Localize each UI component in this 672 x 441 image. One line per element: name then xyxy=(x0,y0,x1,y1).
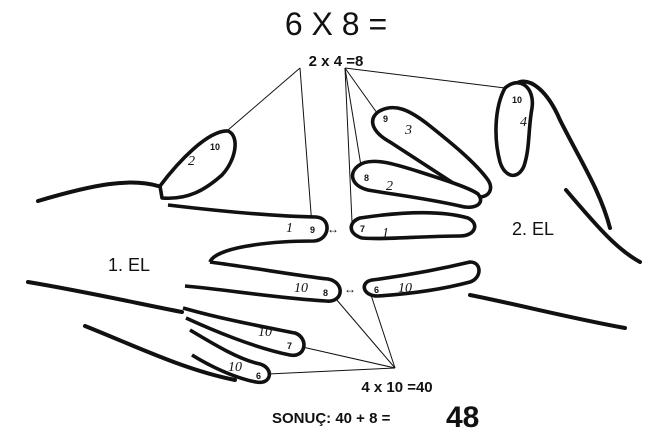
connector-line xyxy=(297,345,396,369)
connector-line xyxy=(344,67,383,121)
finger-number: 10 xyxy=(512,95,522,105)
result-label: SONUÇ: 40 + 8 = xyxy=(272,410,391,427)
finger-number: 8 xyxy=(364,173,369,183)
connector-line xyxy=(344,67,353,223)
connector-line xyxy=(267,367,396,375)
right-hand-back-edge xyxy=(564,188,642,264)
left-hand xyxy=(26,129,342,385)
title: 6 X 8 = xyxy=(285,6,387,42)
left-finger-9 xyxy=(167,203,329,263)
left-hand-upper-edge xyxy=(36,180,160,203)
result-value: 48 xyxy=(446,401,479,434)
right-finger-8 xyxy=(350,159,483,210)
finger-number: 10 xyxy=(210,142,220,152)
finger-count: 10 xyxy=(258,325,272,340)
finger-count: 10 xyxy=(228,360,242,375)
left-hand-label: 1. EL xyxy=(108,255,150,275)
connector-line xyxy=(369,291,396,369)
left-hand-palm-edge xyxy=(26,280,184,314)
left-finger-7 xyxy=(182,306,306,357)
connector-line xyxy=(344,67,363,173)
finger-count: 2 xyxy=(188,154,195,169)
right-hand-upper-edge xyxy=(513,79,612,230)
top-equation: 2 x 4 =8 xyxy=(309,53,364,70)
finger-count: 1 xyxy=(286,221,293,236)
right-hand xyxy=(349,79,642,330)
bottom-equation: 4 x 10 =40 xyxy=(361,379,432,396)
left-finger-labels: 10 2 9 1 8 10 7 10 6 10 xyxy=(188,142,328,381)
connector-lines xyxy=(227,67,506,375)
finger-count: 4 xyxy=(520,115,527,130)
finger-number: 7 xyxy=(360,224,365,234)
left-hand-lower-edge xyxy=(83,324,237,382)
touch-arrow-icon: ↔ xyxy=(327,222,339,236)
finger-count: 2 xyxy=(386,179,393,194)
connector-line xyxy=(329,291,396,369)
connector-line xyxy=(299,67,313,227)
finger-count: 10 xyxy=(398,281,412,296)
left-finger-8 xyxy=(184,260,342,303)
right-hand-label: 2. EL xyxy=(512,219,554,239)
connector-line xyxy=(227,67,301,131)
finger-count: 10 xyxy=(294,281,308,296)
finger-count: 1 xyxy=(382,226,389,241)
connector-line xyxy=(344,67,506,89)
left-finger-6 xyxy=(189,328,272,385)
right-hand-palm-edge xyxy=(468,293,627,330)
finger-number: 8 xyxy=(323,288,328,298)
right-finger-labels: 10 4 9 3 8 2 7 1 6 10 xyxy=(360,95,527,296)
left-finger-10 xyxy=(158,129,237,201)
finger-count: 3 xyxy=(404,123,412,138)
right-finger-9 xyxy=(370,105,493,199)
finger-number: 9 xyxy=(310,225,315,235)
right-finger-7 xyxy=(349,210,477,241)
finger-number: 6 xyxy=(256,371,261,381)
finger-number: 7 xyxy=(287,341,292,351)
finger-number: 9 xyxy=(383,114,388,124)
touch-arrow-icon: ↔ xyxy=(344,282,356,296)
right-finger-6 xyxy=(362,260,481,298)
right-finger-10 xyxy=(494,81,535,178)
finger-number: 6 xyxy=(374,285,379,295)
